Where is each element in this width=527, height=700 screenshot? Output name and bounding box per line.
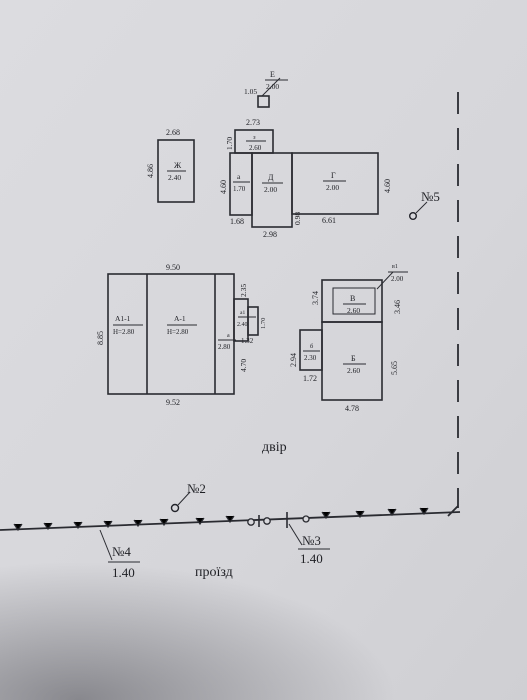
point-5-label: №5	[421, 189, 440, 204]
building-a1-1-letter: А1-1	[115, 314, 131, 323]
building-a-small-height: 1.70	[233, 185, 246, 193]
building-cluster-north: 2.73 з 2.60 1.70 а 1.70 4.60 1.68 Д 2.00…	[219, 118, 392, 239]
building-a-tiny-outline	[247, 306, 259, 336]
building-g-bottom-dim: 6.61	[322, 216, 336, 225]
building-a-tiny-side1-dim: 1.70	[260, 318, 267, 329]
street-fence	[0, 507, 461, 532]
building-d-gap-dim: 0.98	[293, 212, 302, 225]
building-zh-top-dim: 2.68	[166, 128, 180, 137]
building-a-right-letter: а	[227, 333, 230, 339]
point-4: №4 1.40	[99, 529, 140, 580]
building-a1-bottom-dim: 9.52	[166, 398, 180, 407]
building-e-side: 1.05	[244, 87, 257, 96]
building-a1-height: Н=2.80	[167, 328, 189, 336]
point-5: №5	[409, 189, 440, 220]
point-5-marker	[409, 211, 418, 220]
building-a-small-bottom-dim: 1.68	[230, 217, 244, 226]
street-fence-ticks	[13, 507, 429, 532]
point-4-label: №4	[112, 544, 131, 559]
point-2: №2	[170, 481, 206, 513]
building-zh-side-dim: 4.86	[146, 164, 155, 178]
building-b-letter: Б	[351, 354, 356, 363]
point-4-leader	[99, 529, 113, 561]
building-z-letter: з	[253, 134, 256, 141]
paper-shadow	[0, 470, 527, 700]
building-zh: 2.68 Ж 2.40 4.86	[146, 128, 195, 203]
building-a-small-side-dim: 4.60	[219, 180, 228, 194]
building-b-small-height: 2.30	[304, 354, 317, 362]
building-a-right-side1-dim: 2.35	[239, 284, 248, 297]
point-3-leader	[288, 523, 303, 546]
point-3-label: №3	[302, 533, 321, 548]
building-g-outline	[291, 152, 379, 215]
building-a-right-side2-dim: 4.70	[239, 359, 248, 372]
building-b-outline	[321, 321, 383, 401]
building-e-outline	[257, 95, 270, 108]
building-b-small-letter: б	[310, 343, 314, 350]
point-2-leader	[177, 491, 191, 506]
yard-label: двір	[262, 440, 287, 455]
building-v1-letter: в1	[392, 264, 398, 270]
building-z-top-dim: 2.73	[246, 118, 260, 127]
building-a-tiny-letter: а1	[240, 310, 245, 316]
point-5-leader	[415, 201, 428, 214]
building-a-right-height: 2.80	[218, 343, 231, 351]
building-v1-height: 2.00	[391, 275, 404, 283]
point-3-value: 1.40	[300, 551, 323, 566]
building-a1-1-height: Н=2.80	[113, 328, 135, 336]
building-v-height: 2.60	[347, 306, 360, 315]
building-v1-leader	[376, 271, 394, 290]
building-a1-1-side-dim: 8.85	[96, 331, 105, 345]
building-e: Е 2.00 1.05	[244, 70, 288, 108]
point-3-marker	[302, 515, 310, 523]
building-cluster-south: В 2.60 3.74 3.46 в1 2.00 б 2.30 2.94 1.7…	[289, 264, 408, 413]
building-v-letter: В	[350, 294, 355, 303]
building-g-letter: Г	[331, 171, 336, 180]
building-b-height: 2.60	[347, 366, 360, 375]
building-a-tiny-height: 2.40	[237, 322, 248, 328]
right-boundary-line	[447, 92, 459, 517]
gate-post-right	[263, 517, 271, 525]
gate-post-left	[247, 518, 255, 526]
building-v-right-dim: 3.46	[393, 300, 402, 314]
building-d-height: 2.00	[264, 185, 277, 194]
building-b-bottom-dim: 4.78	[345, 404, 359, 413]
building-zh-letter: Ж	[174, 161, 182, 170]
building-d-bottom-dim: 2.98	[263, 230, 277, 239]
driveway-label: проїзд	[195, 565, 233, 580]
building-v-inner-outline	[332, 287, 376, 315]
building-z-height: 2.60	[249, 144, 262, 152]
building-d-letter: Д	[268, 173, 274, 182]
building-g-height: 2.00	[326, 183, 339, 192]
building-e-letter: Е	[270, 70, 275, 79]
building-e-height: 2.00	[266, 82, 279, 91]
building-b-small-bottom-dim: 1.72	[303, 374, 317, 383]
building-v-side-dim: 3.74	[311, 291, 320, 305]
building-z-side-dim: 1.70	[225, 137, 234, 150]
building-b-side-dim: 5.65	[390, 361, 399, 375]
building-a-small-letter: а	[237, 172, 241, 181]
building-zh-outline	[157, 139, 195, 203]
point-2-label: №2	[187, 481, 206, 496]
building-g-side-dim: 4.60	[383, 179, 392, 193]
point-3: №3 1.40	[288, 523, 330, 566]
building-a1-top-dim: 9.50	[166, 263, 180, 272]
building-b-small-side-dim: 2.94	[289, 353, 298, 367]
building-e-leader	[261, 77, 281, 97]
building-zh-height: 2.40	[168, 173, 181, 182]
building-a-tiny-side2-dim: 1.32	[241, 337, 254, 345]
building-main-house: 9.50 9.52 8.85 А1-1 Н=2.80 А-1 Н=2.80 а …	[96, 263, 267, 407]
right-boundary-corner	[447, 505, 459, 517]
building-a1-letter: А-1	[174, 314, 186, 323]
point-2-marker	[170, 503, 180, 513]
point-4-value: 1.40	[112, 565, 135, 580]
